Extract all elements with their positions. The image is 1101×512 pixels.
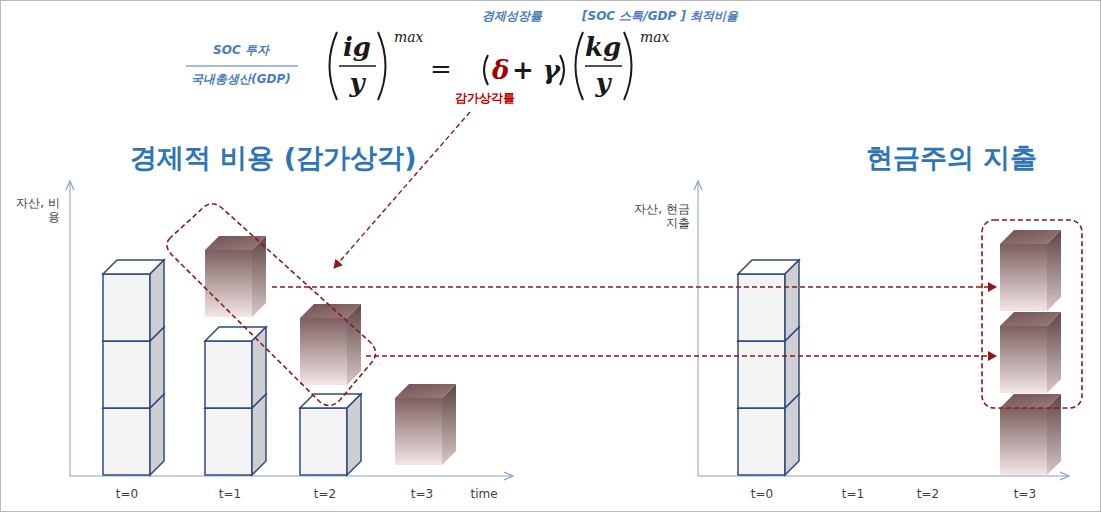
cost-cube [395,384,456,465]
asset-cube [300,394,361,475]
formula-term: kg [585,34,621,60]
fraction-line [186,65,298,66]
parenthesis [624,32,632,100]
time-tick: t=1 [219,488,241,502]
depreciation-group [167,204,376,406]
section-title: 현금주의 지출 [866,142,1037,173]
cost-cube [1000,312,1061,393]
cash-group [982,220,1082,408]
parenthesis [330,32,338,100]
formula-label: SOC 투자 [213,44,269,58]
formula-term: + γ [512,57,560,83]
formula-label: 국내총생산(GDP) [191,73,291,87]
formula-operator: = [430,56,452,82]
y-axis [70,182,71,476]
cost-cube [1000,230,1061,311]
cost-cube [205,236,266,317]
formula-term: y [349,70,364,96]
time-tick: t=2 [917,488,939,502]
parenthesis [576,32,584,100]
parenthesis [378,32,386,100]
time-tick: t=2 [314,488,336,502]
fraction-line [339,65,376,67]
time-tick: t=0 [116,488,138,502]
formula-label: 경제성장률 [482,10,542,24]
time-tick: t=3 [411,488,433,502]
axis-label: 자산, 현금지출 [634,203,690,231]
time-tick: t=1 [842,488,864,502]
mapping-arrow [366,355,996,356]
asset-cube [103,260,164,341]
parenthesis [484,55,488,85]
section-title: 경제적 비용 (감가상각) [130,142,416,173]
formula-term: y [595,70,610,96]
asset-cube [738,260,799,341]
mapping-arrow [272,286,996,287]
time-tick: time [470,488,497,502]
time-tick: t=3 [1014,488,1036,502]
cost-cube [300,304,361,385]
axis-label: 자산, 비용 [14,197,60,225]
formula-label: [SOC 스톡/GDP ] 최적비율 [582,10,738,24]
parenthesis [560,55,564,85]
formula-term: ig [343,34,371,60]
superscript: max [394,30,424,44]
fraction-line [585,65,622,67]
formula-label: 감가상각률 [455,92,515,106]
formula-term: δ [492,57,509,83]
leader-arrow [334,112,470,268]
cost-cube [1000,394,1061,475]
time-tick: t=0 [751,488,773,502]
superscript: max [640,30,670,44]
y-axis [698,182,699,476]
